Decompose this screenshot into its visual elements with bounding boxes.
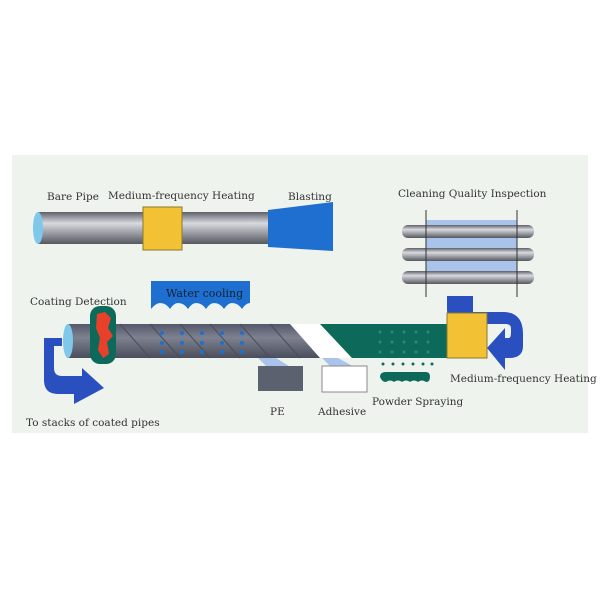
- label-cleaning-inspection: Cleaning Quality Inspection: [398, 188, 547, 200]
- label-to-stacks: To stacks of coated pipes: [26, 417, 160, 429]
- water-cooling-box: [151, 281, 250, 309]
- label-adhesive: Adhesive: [317, 406, 366, 418]
- label-powder-spraying: Powder Spraying: [372, 396, 463, 408]
- defect-mark: [96, 312, 113, 358]
- label-water-cooling: Water cooling: [166, 287, 243, 300]
- label-bare-pipe: Bare Pipe: [47, 191, 99, 203]
- label-mf-heating-top: Medium-frequency Heating: [108, 190, 255, 202]
- powder-sprayer: [380, 372, 430, 382]
- inspection-station: [402, 210, 534, 297]
- pe-feed: [258, 358, 292, 368]
- pe-box: [258, 366, 303, 391]
- coated-pipe: [63, 323, 448, 359]
- heater-block-top: [142, 206, 183, 251]
- blasting-unit: [268, 202, 333, 251]
- adhesive-box: [321, 365, 368, 393]
- powder-dots: [381, 362, 434, 366]
- flow-arrow-left: [44, 338, 104, 404]
- heater-block-bottom: [446, 312, 488, 359]
- label-coating-detection: Coating Detection: [30, 296, 127, 308]
- label-pe: PE: [270, 406, 285, 418]
- label-blasting: Blasting: [288, 191, 332, 203]
- label-mf-heating-bottom: Medium-frequency Heating: [450, 373, 597, 385]
